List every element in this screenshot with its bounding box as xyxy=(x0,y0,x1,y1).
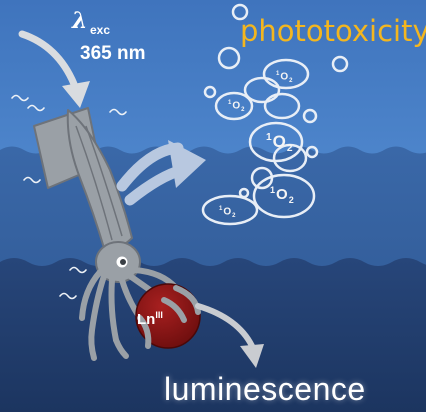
phototoxicity-label: phototoxicity xyxy=(240,14,426,48)
luminescence-label: luminescence xyxy=(164,371,366,407)
singlet-oxygen-label: 1O2 xyxy=(219,206,236,220)
singlet-oxygen-label: 1O2 xyxy=(266,132,293,155)
singlet-oxygen-label: 1O2 xyxy=(270,185,294,205)
water-deep-layer xyxy=(0,258,426,412)
singlet-oxygen-label: 1O2 xyxy=(228,100,245,114)
singlet-oxygen-label: 1O2 xyxy=(276,71,293,85)
release-arrow-icon xyxy=(116,140,206,206)
lanthanide-complex-icon xyxy=(113,283,201,359)
squid-eye-icon xyxy=(116,256,128,268)
emission-arrow-icon xyxy=(195,303,264,368)
excitation-subscript: exc xyxy=(90,23,111,37)
bubble-icon xyxy=(201,3,349,226)
light-arrow-icon xyxy=(18,30,90,108)
excitation-wavelength: 365 nm xyxy=(80,43,146,64)
excitation-symbol: λ xyxy=(72,8,88,34)
lanthanide-label: LnIII xyxy=(137,310,163,328)
